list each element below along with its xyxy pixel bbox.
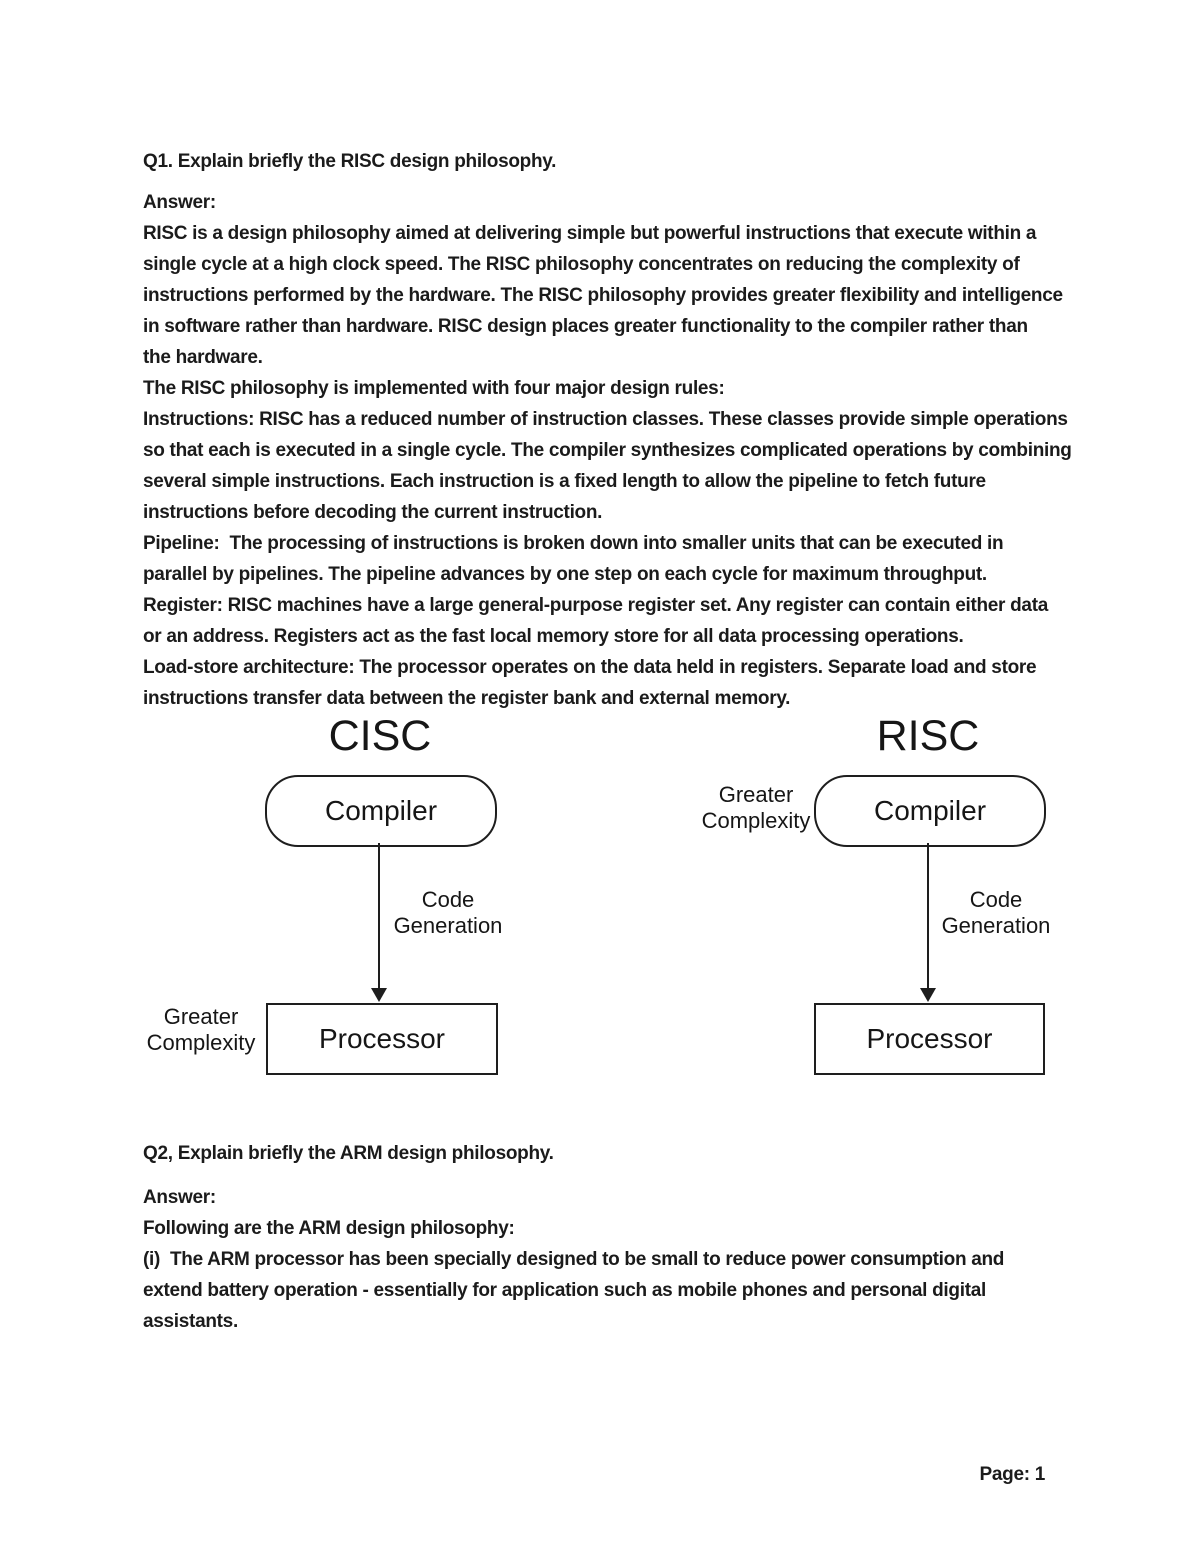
- cisc-arrow-down-icon: [371, 988, 387, 1002]
- risc-code-generation-label: Code Generation: [941, 887, 1051, 938]
- cisc-greater-complexity-label: Greater Complexity: [146, 1004, 256, 1055]
- page-footer: Page: 1: [900, 1464, 1046, 1486]
- risc-greater-complexity-label: Greater Complexity: [701, 782, 811, 833]
- risc-processor-label: Processor: [866, 1023, 993, 1054]
- pipeline-rule-paragraph: Pipeline: The processing of instructions…: [143, 533, 1004, 585]
- risc-compiler-node: Compiler: [814, 775, 1046, 847]
- risc-processor-node: Processor: [814, 1003, 1045, 1075]
- cisc-arrow-line: [378, 843, 380, 990]
- risc-compiler-label: Compiler: [873, 795, 987, 826]
- q2-question-text: Q2, Explain briefly the ARM design philo…: [143, 1143, 554, 1164]
- cisc-compiler-node: Compiler: [265, 775, 497, 847]
- design-rules-intro: The RISC philosophy is implemented with …: [143, 378, 725, 399]
- q1-answer-block: Answer: RISC is a design philosophy aime…: [143, 187, 1073, 714]
- load-store-rule-paragraph: Load-store architecture: The processor o…: [143, 657, 1037, 709]
- risc-arrow-line: [927, 843, 929, 990]
- risc-diagram-title: RISC: [876, 712, 980, 760]
- cisc-processor-label: Processor: [318, 1023, 446, 1054]
- q1-question: Q1. Explain briefly the RISC design phil…: [143, 146, 1073, 177]
- q2-answer-paragraph: Answer: Following are the ARM design phi…: [143, 1187, 1005, 1332]
- q1-question-text: Q1. Explain briefly the RISC design phil…: [143, 151, 557, 172]
- cisc-processor-node: Processor: [266, 1003, 498, 1075]
- risc-overview-paragraph: RISC is a design philosophy aimed at del…: [143, 223, 1063, 368]
- instructions-rule-paragraph: Instructions: RISC has a reduced number …: [143, 409, 1072, 523]
- cisc-compiler-label: Compiler: [324, 795, 438, 826]
- cisc-code-generation-label: Code Generation: [393, 887, 503, 938]
- q1-answer-label: Answer:: [143, 192, 216, 213]
- risc-arrow-down-icon: [920, 988, 936, 1002]
- cisc-diagram-title: CISC: [328, 712, 432, 760]
- q2-question: Q2, Explain briefly the ARM design philo…: [143, 1138, 1073, 1169]
- register-rule-paragraph: Register: RISC machines have a large gen…: [143, 595, 1048, 647]
- page-number: Page: 1: [979, 1464, 1046, 1485]
- q2-answer-block: Answer: Following are the ARM design phi…: [143, 1182, 1073, 1337]
